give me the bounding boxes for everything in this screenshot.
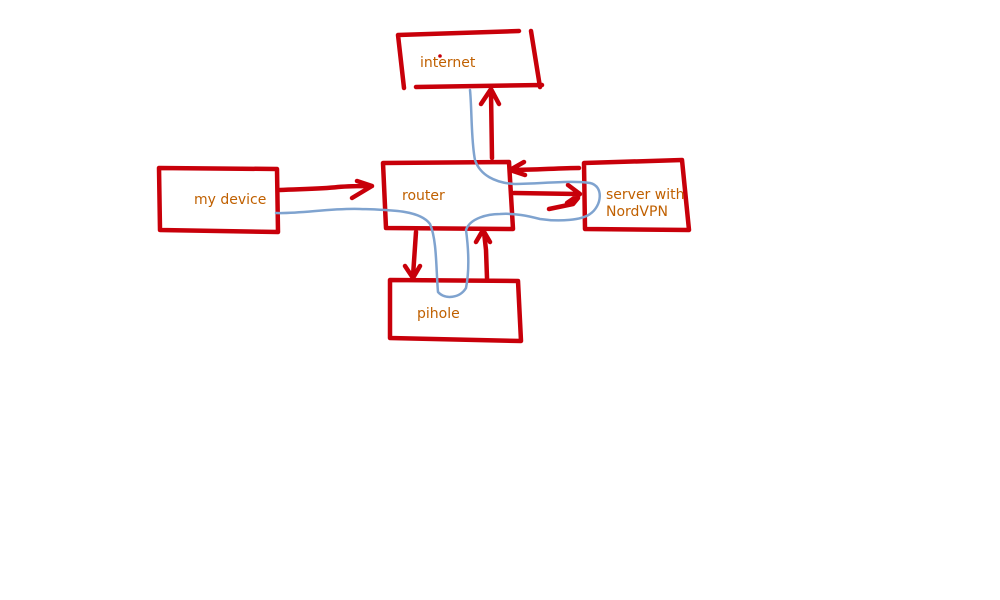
arrow-server-curl	[546, 195, 581, 212]
traffic-path-line	[274, 88, 601, 299]
pihole-label: pihole	[417, 306, 460, 322]
arrow-router-to-pihole	[402, 229, 423, 281]
server-label-line2: NordVPN	[606, 204, 668, 220]
server-box	[581, 157, 692, 233]
internet-label: internet	[420, 55, 476, 71]
arrow-device-to-router	[277, 178, 375, 201]
arrow-router-to-server	[511, 182, 583, 206]
internet-dot-mark	[438, 54, 442, 58]
router-box	[380, 159, 516, 232]
arrow-server-to-router	[507, 159, 582, 178]
arrow-router-to-internet	[478, 86, 502, 161]
server-label-line1: server with	[606, 187, 685, 203]
server-label: server with NordVPN	[606, 187, 686, 221]
internet-box	[395, 28, 545, 91]
arrow-pihole-to-router	[473, 227, 493, 281]
my-device-box	[156, 165, 281, 235]
my-device-label: my device	[194, 192, 267, 208]
router-label: router	[402, 188, 445, 204]
pihole-box	[387, 277, 524, 344]
